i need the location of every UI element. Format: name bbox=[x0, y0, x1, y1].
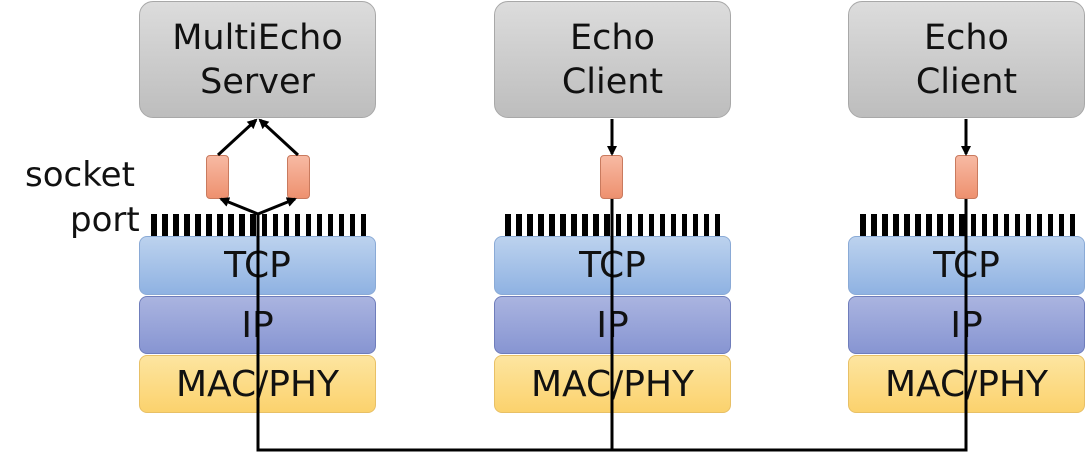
server-app-line1: MultiEcho bbox=[172, 17, 343, 58]
port-tick bbox=[294, 214, 301, 236]
port-tick bbox=[692, 214, 699, 236]
port-tick bbox=[250, 214, 256, 236]
port-tick bbox=[327, 214, 334, 236]
client2-app-line1: Echo bbox=[924, 17, 1009, 58]
server-port-to-right-socket-arrow bbox=[257, 197, 297, 216]
server-right-socket-to-app-arrow bbox=[258, 118, 300, 157]
client1-app-line1: Echo bbox=[570, 17, 655, 58]
port-tick bbox=[1003, 214, 1010, 236]
server-port-to-left-socket-arrow bbox=[219, 197, 259, 216]
port-tick bbox=[272, 214, 279, 236]
port-tick bbox=[239, 214, 245, 236]
client2-port-strip bbox=[860, 214, 1081, 236]
port-tick bbox=[637, 214, 644, 236]
port-tick bbox=[217, 214, 223, 236]
server-left-socket-to-app-arrow bbox=[216, 118, 258, 157]
port-tick bbox=[926, 214, 932, 236]
port-tick bbox=[882, 214, 888, 236]
port-tick bbox=[860, 214, 866, 236]
port-tick bbox=[360, 214, 367, 236]
port-tick bbox=[604, 214, 610, 236]
port-tick bbox=[582, 214, 588, 236]
port-tick bbox=[173, 214, 179, 236]
port-tick bbox=[981, 214, 988, 236]
port-tick bbox=[349, 214, 356, 236]
port-tick bbox=[714, 214, 721, 236]
client2-app-box: Echo Client bbox=[848, 1, 1085, 118]
server-socket-right bbox=[287, 155, 310, 199]
port-tick bbox=[316, 214, 323, 236]
port-tick bbox=[228, 214, 234, 236]
port-tick bbox=[893, 214, 899, 236]
port-tick bbox=[648, 214, 655, 236]
port-tick bbox=[1058, 214, 1065, 236]
port-tick bbox=[261, 214, 268, 236]
port-tick bbox=[992, 214, 999, 236]
socket-label: socket bbox=[25, 155, 135, 195]
server-socket-left bbox=[206, 155, 229, 199]
port-tick bbox=[162, 214, 168, 236]
port-tick bbox=[338, 214, 345, 236]
port-tick bbox=[195, 214, 201, 236]
port-tick bbox=[505, 214, 511, 236]
port-tick bbox=[703, 214, 710, 236]
port-tick bbox=[549, 214, 555, 236]
port-tick bbox=[937, 214, 943, 236]
port-tick bbox=[593, 214, 599, 236]
port-tick bbox=[1069, 214, 1076, 236]
port-tick bbox=[915, 214, 921, 236]
port-tick bbox=[1036, 214, 1043, 236]
port-tick bbox=[305, 214, 312, 236]
port-tick bbox=[948, 214, 954, 236]
port-tick bbox=[871, 214, 877, 236]
port-tick bbox=[670, 214, 677, 236]
port-tick bbox=[151, 214, 157, 236]
port-tick bbox=[184, 214, 190, 236]
port-tick bbox=[516, 214, 522, 236]
port-tick bbox=[560, 214, 566, 236]
port-tick bbox=[1014, 214, 1021, 236]
port-tick bbox=[904, 214, 910, 236]
client1-app-line2: Client bbox=[561, 61, 664, 102]
port-label: port bbox=[70, 200, 140, 240]
client2-app-line2: Client bbox=[915, 61, 1018, 102]
port-tick bbox=[1047, 214, 1054, 236]
client1-port-strip bbox=[505, 214, 726, 236]
server-app-box: MultiEcho Server bbox=[139, 1, 376, 118]
server-port-strip bbox=[151, 214, 372, 236]
port-tick bbox=[571, 214, 577, 236]
port-tick bbox=[283, 214, 290, 236]
port-tick bbox=[527, 214, 533, 236]
port-tick bbox=[959, 214, 965, 236]
port-tick bbox=[615, 214, 622, 236]
port-tick bbox=[206, 214, 212, 236]
server-app-line2: Server bbox=[200, 61, 315, 102]
port-tick bbox=[970, 214, 977, 236]
port-tick bbox=[1025, 214, 1032, 236]
port-tick bbox=[681, 214, 688, 236]
port-tick bbox=[626, 214, 633, 236]
client1-app-box: Echo Client bbox=[494, 1, 731, 118]
port-tick bbox=[659, 214, 666, 236]
port-tick bbox=[538, 214, 544, 236]
